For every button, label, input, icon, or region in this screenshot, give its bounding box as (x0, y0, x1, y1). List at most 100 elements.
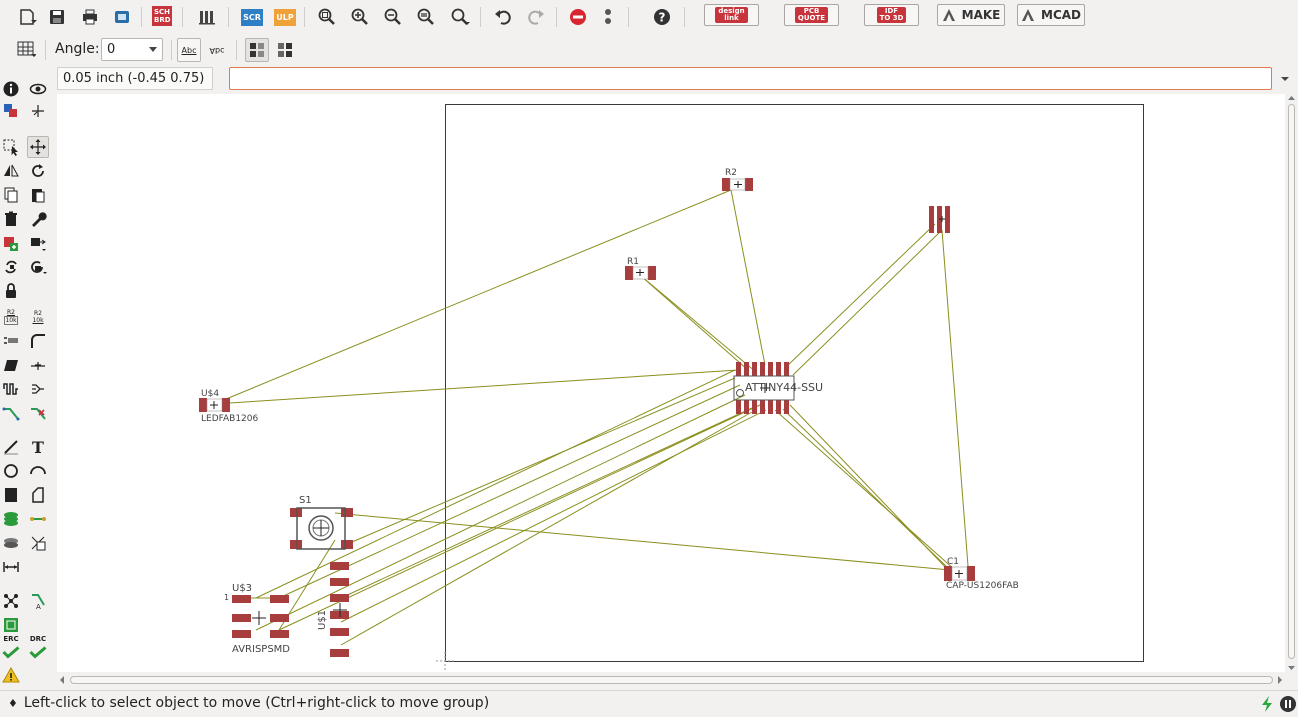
zoom-out-button[interactable] (381, 5, 405, 29)
info-button[interactable] (0, 78, 22, 100)
auto-route-button[interactable]: A (27, 590, 49, 612)
horizontal-scroll-thumb[interactable] (70, 676, 1273, 684)
mark-button[interactable] (27, 100, 49, 122)
angle-select[interactable]: 0 (101, 38, 163, 61)
autorouter-button[interactable] (0, 590, 22, 612)
text-button[interactable]: T (27, 436, 49, 458)
copy-button[interactable] (0, 184, 22, 206)
command-input[interactable] (230, 68, 1271, 89)
lock-button[interactable] (0, 280, 22, 302)
layout-view-button-2[interactable] (273, 38, 297, 62)
grid-button[interactable] (14, 37, 38, 61)
mark-icon (32, 105, 44, 117)
dimension-button[interactable] (0, 556, 22, 578)
ulp-button[interactable]: ULP (273, 5, 297, 29)
component-r1: R1 (625, 257, 656, 280)
move-button[interactable] (27, 136, 49, 158)
ripup-all-button[interactable] (27, 378, 49, 400)
signal-button[interactable] (27, 508, 49, 530)
polygon-button[interactable] (27, 484, 49, 506)
errors-button[interactable] (0, 664, 22, 686)
layout-grid-icon (278, 43, 292, 57)
layout-view-button-1[interactable] (245, 38, 269, 62)
miter-icon (31, 334, 45, 348)
stop-button[interactable] (566, 5, 590, 29)
go-button[interactable] (596, 5, 620, 29)
hole-button[interactable] (0, 532, 22, 554)
sch-brd-switch-button[interactable]: SCH BRD (150, 4, 174, 28)
circle-button[interactable] (0, 460, 22, 482)
ripup-button[interactable] (27, 402, 49, 424)
autodesk-logo-icon (1022, 9, 1034, 21)
paste-button[interactable] (27, 184, 49, 206)
command-line[interactable] (229, 67, 1272, 90)
zoom-area-button[interactable] (448, 5, 472, 29)
lock-rotate-button[interactable] (27, 256, 49, 278)
meander-button[interactable] (0, 378, 22, 400)
libraries-button[interactable] (195, 5, 219, 29)
via-button[interactable] (0, 508, 22, 530)
coordinate-display: 0.05 inch (-0.45 0.75) (57, 67, 213, 90)
ratsnest-button[interactable] (0, 614, 22, 636)
us3-name-label: U$3 (232, 583, 252, 594)
swap-button[interactable] (0, 256, 22, 278)
mirror-text-button[interactable]: Abc (205, 38, 229, 62)
idf-to-3d-label: IDF TO 3D (876, 7, 907, 23)
wire-button[interactable] (0, 436, 22, 458)
board-canvas[interactable]: R2 R1 ATTINY44-SSU (57, 94, 1285, 672)
lightning-icon (1262, 696, 1272, 712)
drc-button[interactable]: DRC (27, 635, 49, 660)
arc-button[interactable] (27, 460, 49, 482)
zoom-in-button[interactable] (348, 5, 372, 29)
horizontal-scrollbar[interactable] (57, 673, 1285, 687)
script-button[interactable]: SCR (240, 5, 264, 29)
hole-icon (4, 538, 18, 548)
value-button[interactable]: R2 10k (27, 306, 49, 328)
mirror-button[interactable] (0, 160, 22, 182)
pcb-quote-label: PCB QUOTE (794, 7, 829, 23)
text-spin-button[interactable]: Abc (177, 38, 201, 62)
add-button[interactable] (0, 232, 22, 254)
layer-settings-button[interactable] (0, 100, 22, 122)
mcad-button[interactable]: MCAD (1017, 4, 1085, 26)
stop-status-button[interactable] (1278, 694, 1298, 714)
group-button[interactable] (0, 136, 22, 158)
miter-button[interactable] (27, 330, 49, 352)
group-select-icon (3, 139, 18, 156)
optimize-button[interactable] (27, 354, 49, 376)
attribute-button[interactable] (27, 532, 49, 554)
delete-button[interactable] (0, 208, 22, 230)
idf-to-3d-button[interactable]: IDF TO 3D (864, 4, 919, 26)
ratsnest-status-button[interactable] (1257, 694, 1277, 714)
zoom-fit-button[interactable] (315, 5, 339, 29)
vertical-scrollbar[interactable] (1285, 94, 1298, 672)
open-button[interactable] (15, 5, 39, 29)
layers-icon (4, 104, 17, 117)
show-button[interactable] (27, 78, 49, 100)
command-history-dropdown[interactable] (1276, 67, 1294, 90)
split-button[interactable] (0, 354, 22, 376)
rect-button[interactable] (0, 484, 22, 506)
polygon-icon (32, 487, 44, 503)
cam-button[interactable] (110, 5, 134, 29)
zoom-select-button[interactable] (414, 5, 438, 29)
design-link-button[interactable]: design link (704, 4, 759, 26)
ulp-label: ULP (274, 8, 296, 26)
save-button[interactable] (45, 5, 69, 29)
r1-label: R1 (627, 257, 639, 267)
erc-button[interactable]: ERC (0, 635, 22, 660)
smash-button[interactable] (0, 330, 22, 352)
name-button[interactable]: R2 10k (0, 306, 22, 328)
attribute-icon (31, 536, 46, 551)
vertical-scroll-thumb[interactable] (1288, 104, 1295, 659)
pcb-quote-button[interactable]: PCB QUOTE (784, 4, 839, 26)
change-button[interactable] (27, 208, 49, 230)
undo-button[interactable] (491, 5, 515, 29)
route-button[interactable] (0, 402, 22, 424)
make-button[interactable]: MAKE (937, 4, 1005, 26)
rotate-button[interactable] (27, 160, 49, 182)
redo-button[interactable] (524, 5, 548, 29)
print-button[interactable] (78, 5, 102, 29)
help-button[interactable]: ? (650, 5, 674, 29)
replace-button[interactable] (27, 232, 49, 254)
